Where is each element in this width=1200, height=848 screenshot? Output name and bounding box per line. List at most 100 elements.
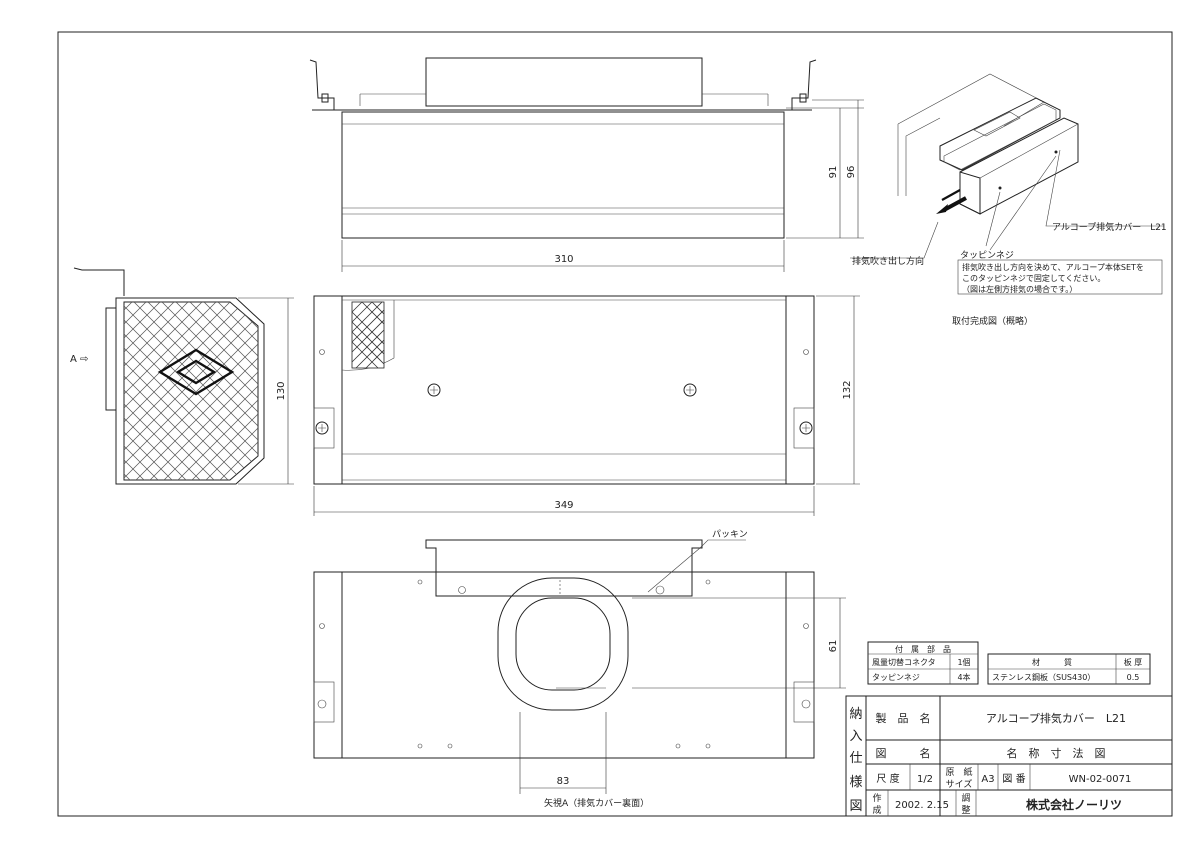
mesh-line (124, 302, 258, 480)
label-product-callout: アルコープ排気カバー L21 (1052, 221, 1167, 233)
dim-front-height: 132 (842, 380, 853, 399)
mesh-line (124, 302, 189, 480)
dim-rear-height: 61 (828, 640, 839, 653)
note-line-2: このタッピンネジで固定してください。 (962, 273, 1105, 283)
mesh-line (189, 302, 258, 480)
mesh-line (124, 302, 231, 480)
dim-front-width: 349 (554, 500, 573, 511)
mesh-line (231, 302, 258, 480)
mesh-line (124, 302, 258, 480)
drawing-name-label: 図 名 (876, 746, 931, 760)
view-a-marker: A ⇨ (70, 354, 88, 365)
accessory-qty-1: 1個 (957, 657, 970, 667)
label-exhaust-direction: 排気吹き出し方向 (852, 255, 924, 267)
side-char-4: 様 (849, 775, 862, 790)
paper-label-2: サイズ (946, 778, 973, 790)
mesh-line (260, 302, 440, 482)
mesh-line (316, 302, 496, 482)
mesh-line (161, 302, 258, 480)
mesh-line (217, 302, 258, 480)
accessories-table: 付 属 部 品 風量切替コネクタ 1個 タッピンネジ 4本 (867, 641, 979, 685)
mesh-line (0, 302, 118, 482)
mesh-line (124, 302, 189, 480)
mesh-line (124, 302, 258, 480)
material-table: 材 質 板 厚 ステンレス鋼板（SUS430） 0.5 (987, 653, 1151, 685)
mesh-line (124, 302, 161, 480)
note-line-1: 排気吹き出し方向を決めて、アルコープ本体SETを (962, 262, 1144, 272)
created-label-2: 成 (872, 804, 881, 816)
mesh-line (0, 302, 118, 482)
dim-top-height-outer: 96 (846, 166, 857, 179)
label-tapping-screw: タッピンネジ (960, 250, 1014, 261)
mesh-line (175, 302, 258, 480)
install-view: 排気吹き出し方向 タッピンネジ アルコープ排気カバー L21 排気吹き出し方向を… (850, 73, 1167, 327)
mesh-line (147, 302, 258, 480)
accessory-name-2: タッピンネジ (872, 673, 920, 682)
mesh-line (124, 302, 133, 480)
mesh-line (124, 302, 203, 480)
title-block: 納 入 仕 様 図 製 品 名 アルコープ排気カバー L21 図 名 名 称 寸… (845, 695, 1173, 817)
caption-install: 取付完成図（概略） (952, 315, 1033, 327)
dim-side-height: 130 (276, 381, 287, 400)
mesh-line (245, 302, 258, 480)
rear-view: パッキン 61 83 矢視A（排気カバー裏面） (313, 529, 846, 809)
side-char-5: 図 (849, 799, 862, 814)
scale-label: 尺 度 (876, 772, 899, 785)
created-date: 2002. 2.15 (895, 800, 949, 811)
mesh-line (124, 302, 245, 480)
created-label-1: 作 (872, 792, 881, 804)
mesh-line (133, 302, 258, 480)
side-char-2: 入 (849, 729, 862, 744)
accessories-header: 付 属 部 品 (895, 644, 951, 654)
accessory-name-1: 風量切替コネクタ (872, 657, 936, 667)
front-view: 132 349 (313, 295, 860, 516)
note-line-3: （図は左側方排気の場合です。） (962, 284, 1077, 294)
mesh-line (302, 302, 482, 482)
mesh-line (0, 302, 104, 482)
mesh-line (245, 302, 258, 480)
mesh-line (124, 302, 161, 480)
mesh-line (316, 302, 496, 482)
adjust-label-2: 整 (961, 804, 970, 816)
product-name-label: 製 品 名 (876, 711, 931, 725)
sheet-frame (57, 31, 1173, 817)
accessory-qty-2: 4本 (957, 672, 970, 682)
scale-value: 1/2 (917, 774, 933, 785)
material-value: ステンレス鋼板（SUS430） (992, 672, 1095, 682)
mesh-line (124, 302, 133, 480)
mesh-line (175, 302, 258, 480)
mesh-line (0, 302, 104, 482)
mesh-line (124, 302, 258, 480)
mesh-line (302, 302, 482, 482)
mesh-line (124, 302, 203, 480)
drawing-name: 名 称 寸 法 図 (1007, 746, 1106, 760)
material-header: 材 質 (1032, 657, 1072, 667)
top-view: 310 91 96 (309, 57, 864, 272)
mesh-line (203, 302, 258, 480)
mesh-line (231, 302, 258, 480)
label-packing: パッキン (712, 529, 748, 540)
mesh-line (124, 302, 217, 480)
side-view: A ⇨ 130 (0, 267, 496, 485)
drawing-no: WN-02-0071 (1069, 774, 1132, 785)
dim-top-width: 310 (554, 254, 573, 265)
mesh-line (203, 302, 258, 480)
mesh-line (217, 302, 258, 480)
thickness-value: 0.5 (1127, 673, 1140, 682)
company-name: 株式会社ノーリツ (1026, 797, 1122, 812)
side-char-1: 納 (849, 707, 862, 722)
dim-top-height-inner: 91 (828, 166, 839, 179)
paper-label-1: 原 紙 (945, 766, 972, 778)
dim-rear-width: 83 (557, 776, 570, 787)
product-name: アルコープ排気カバー L21 (986, 711, 1126, 725)
paper-size: A3 (981, 774, 994, 785)
caption-arrow-view: 矢視A（排気カバー裏面） (544, 797, 649, 809)
mesh-line (124, 302, 175, 480)
mesh-line (124, 302, 175, 480)
mesh-line (189, 302, 258, 480)
side-char-3: 仕 (849, 751, 862, 766)
drawing-no-label: 図 番 (1002, 773, 1025, 785)
thickness-header: 板 厚 (1124, 657, 1143, 667)
adjust-label-1: 調 (961, 792, 970, 804)
